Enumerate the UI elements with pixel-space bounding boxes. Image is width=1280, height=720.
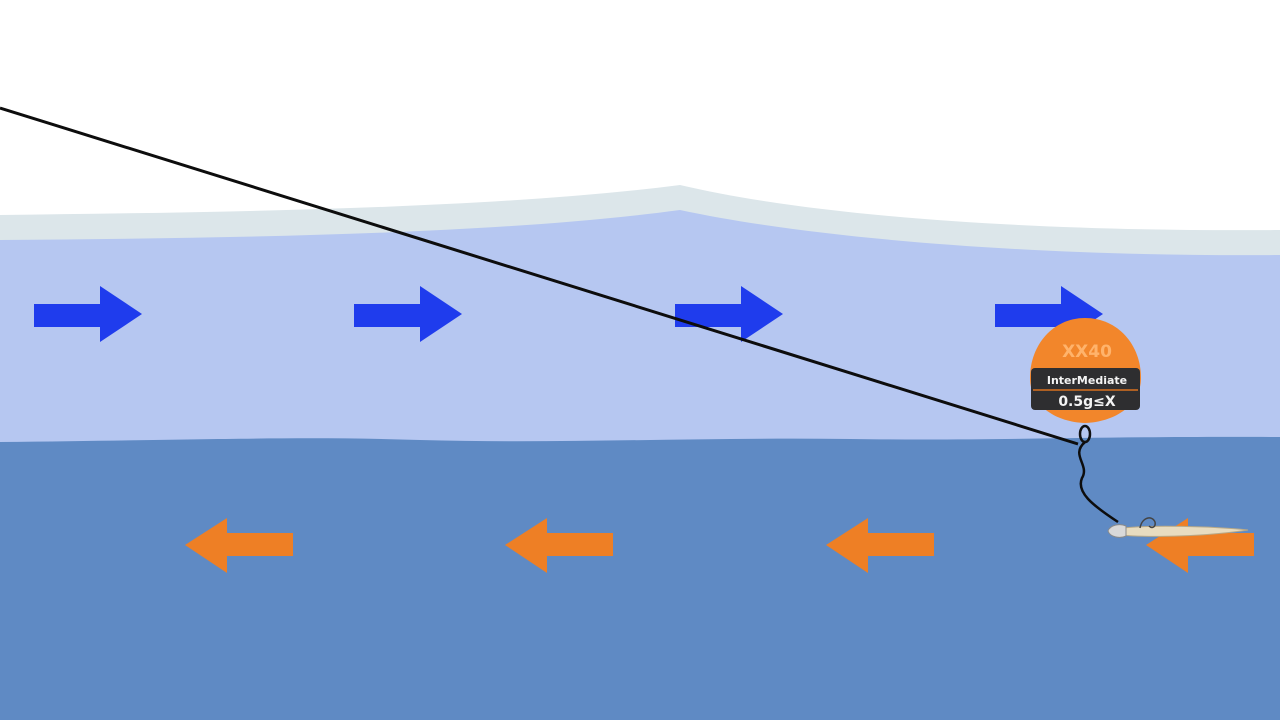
upper-water-layer <box>0 210 1280 450</box>
arrow-right-icon <box>354 286 462 342</box>
float: XX40 InterMediate 0.5g≤X <box>1030 318 1141 444</box>
arrow-right-icon <box>34 286 142 342</box>
fishing-line <box>0 106 1079 446</box>
arrow-right-icon <box>675 286 783 342</box>
leader-line <box>1078 441 1119 524</box>
lower-water-layer <box>0 436 1280 720</box>
float-band <box>1031 368 1140 410</box>
float-weight-label: 0.5g≤X <box>1058 394 1116 410</box>
lure-hook <box>1139 517 1156 529</box>
float-band-label: InterMediate <box>1047 374 1127 387</box>
arrow-left-icon <box>505 518 613 573</box>
arrow-left-icon <box>826 518 934 573</box>
float-logo: XX40 <box>1062 342 1112 362</box>
lure-body <box>1121 525 1249 537</box>
soft-plastic-worm-icon <box>1107 517 1249 538</box>
lure-jighead <box>1107 524 1127 538</box>
arrow-left-icon <box>185 518 293 573</box>
